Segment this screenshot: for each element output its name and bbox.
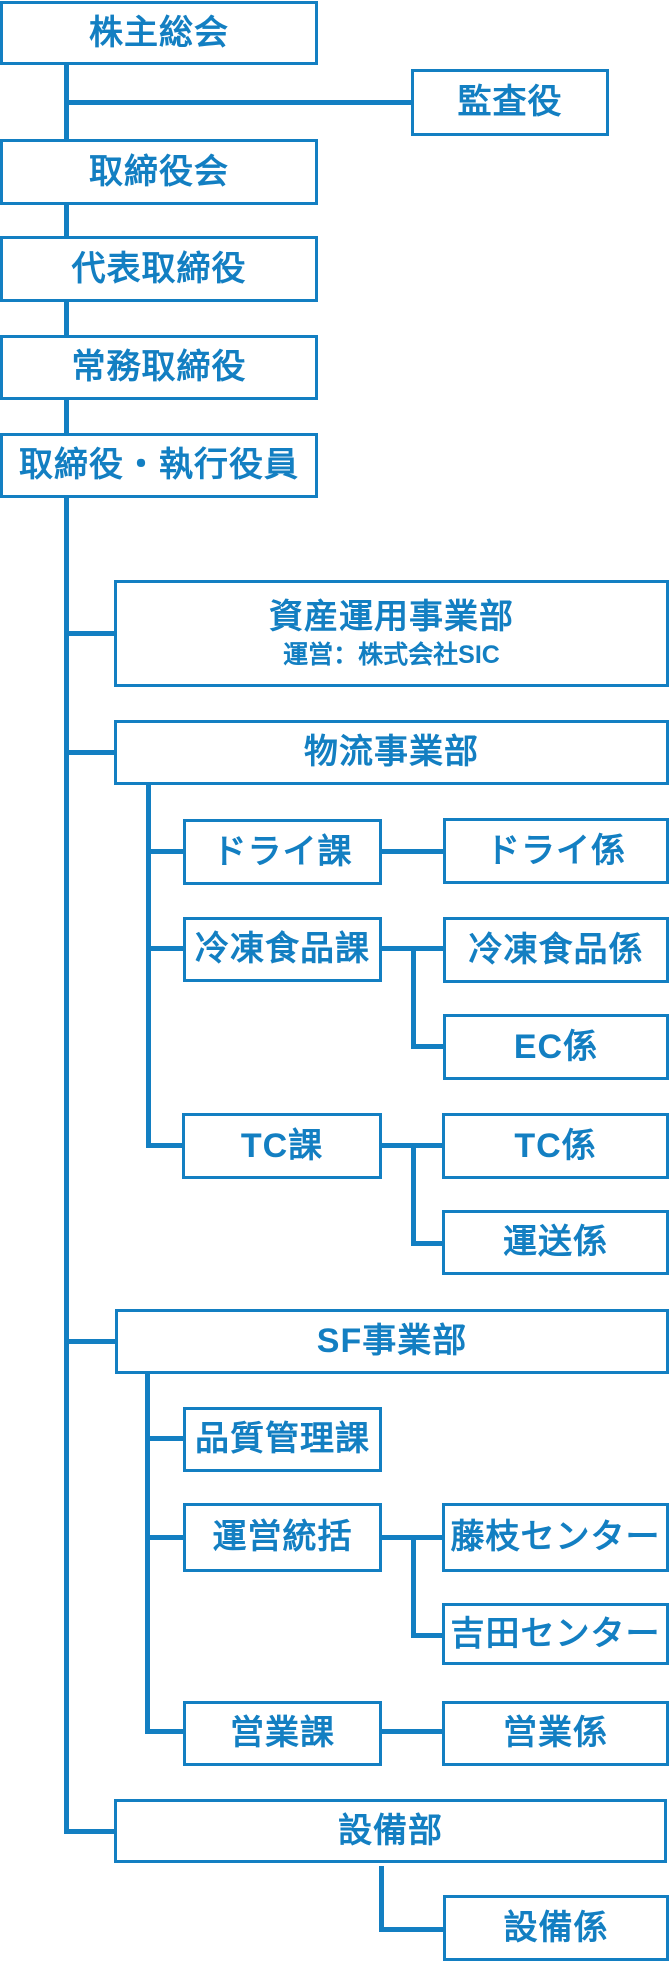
node-asset-management-division: 資産運用事業部 運営：株式会社SIC [114, 580, 669, 687]
connector-auditor-horizontal [66, 100, 411, 105]
node-label: 吉田センター [450, 1614, 661, 1653]
node-label: 物流事業部 [304, 733, 479, 772]
node-operations-management: 運営統括 [183, 1503, 382, 1572]
node-label: EC係 [513, 1027, 599, 1066]
connector-frozen-branch-vertical [411, 946, 416, 1049]
connector-tc-branch-vertical [411, 1143, 416, 1246]
node-label: 冷凍食品係 [468, 930, 644, 969]
node-fujieda-center: 藤枝センター [442, 1503, 669, 1572]
node-quality-control-section: 品質管理課 [183, 1407, 382, 1472]
node-logistics-division: 物流事業部 [114, 720, 669, 785]
node-label: 設備部 [338, 1811, 443, 1850]
connector-facilities-unit-horizontal [381, 1927, 445, 1932]
node-label: 株主総会 [89, 13, 229, 52]
node-ec-unit: EC係 [443, 1014, 669, 1080]
node-label: 冷凍食品課 [195, 930, 370, 969]
connector-sales-section-horizontal [147, 1729, 185, 1734]
node-label: ドライ課 [212, 832, 353, 871]
node-facilities-department: 設備部 [114, 1799, 667, 1863]
node-sublabel: 運営：株式会社SIC [283, 641, 500, 670]
node-directors-executive-officers: 取締役・執行役員 [0, 433, 318, 498]
connector-dry-section-horizontal [148, 849, 185, 854]
node-label: SF事業部 [316, 1322, 468, 1361]
node-label: 運送係 [503, 1223, 608, 1262]
node-label: TC係 [514, 1126, 597, 1165]
node-frozen-food-section: 冷凍食品課 [183, 917, 382, 982]
node-label: 営業係 [503, 1714, 608, 1753]
node-frozen-food-unit: 冷凍食品係 [443, 917, 669, 983]
node-label: 品質管理課 [195, 1420, 370, 1459]
node-label: 監査役 [457, 83, 563, 122]
node-label: 常務取締役 [71, 348, 247, 387]
node-senior-managing-director: 常務取締役 [0, 335, 318, 400]
connector-trunk-vertical [64, 65, 69, 1834]
node-dry-section: ドライ課 [183, 819, 382, 885]
connector-operations-horizontal [147, 1535, 185, 1540]
connector-facilities-branch-vertical [379, 1866, 384, 1932]
node-label: ドライ係 [486, 831, 626, 870]
connector-dry-unit-horizontal [380, 849, 445, 854]
node-sales-section: 営業課 [183, 1701, 382, 1766]
connector-frozen-section-horizontal [148, 946, 185, 951]
node-tc-unit: TC係 [442, 1113, 669, 1179]
node-label: 設備係 [503, 1908, 609, 1947]
node-yoshida-center: 吉田センター [442, 1603, 669, 1665]
node-representative-director: 代表取締役 [0, 236, 318, 302]
node-label: 営業課 [230, 1714, 335, 1753]
connector-yoshida-horizontal [411, 1633, 444, 1638]
node-transport-unit: 運送係 [442, 1210, 669, 1275]
connector-logistics-children-vertical [146, 785, 151, 1148]
connector-transport-unit-horizontal [411, 1241, 445, 1246]
connector-sales-unit-horizontal [380, 1729, 444, 1734]
node-board-of-directors: 取締役会 [0, 139, 318, 205]
node-label: 代表取締役 [71, 249, 247, 288]
node-label: 運営統括 [212, 1518, 353, 1557]
node-label: 資産運用事業部 [269, 597, 514, 636]
node-sf-division: SF事業部 [115, 1309, 669, 1374]
node-label: 取締役・執行役員 [19, 446, 299, 485]
node-auditor: 監査役 [411, 69, 609, 136]
node-dry-unit: ドライ係 [443, 818, 669, 884]
connector-asset-management-horizontal [66, 631, 116, 636]
connector-facilities-horizontal [66, 1829, 116, 1834]
node-shareholders-meeting: 株主総会 [0, 1, 318, 65]
connector-ec-unit-horizontal [411, 1044, 445, 1049]
node-facilities-unit: 設備係 [443, 1895, 669, 1961]
node-label: 藤枝センター [450, 1518, 661, 1557]
connector-sf-children-vertical [145, 1374, 150, 1734]
node-tc-section: TC課 [182, 1113, 382, 1179]
node-label: 取締役会 [89, 152, 229, 191]
connector-sf-division-horizontal [66, 1339, 117, 1344]
connector-logistics-horizontal [66, 750, 116, 755]
connector-operations-branch-vertical [411, 1535, 416, 1638]
connector-tc-section-horizontal [148, 1143, 185, 1148]
connector-quality-section-horizontal [147, 1436, 185, 1441]
node-label: TC課 [240, 1126, 324, 1165]
node-sales-unit: 営業係 [442, 1701, 669, 1766]
